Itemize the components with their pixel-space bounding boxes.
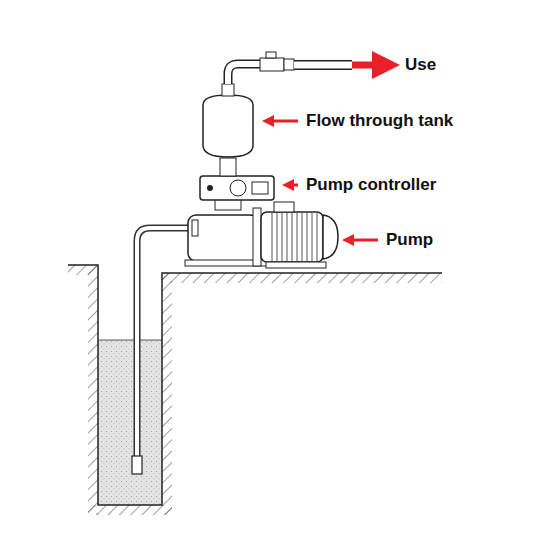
pump-inlet — [192, 220, 198, 236]
motor-end-cap — [323, 215, 338, 259]
leader-arrow — [268, 120, 298, 123]
outlet-pipe-inner — [228, 64, 262, 84]
well-wall-hatch — [162, 273, 172, 515]
part-label: Pump — [386, 231, 433, 248]
outlet-pipe — [228, 64, 262, 84]
valve-handle — [266, 52, 276, 58]
water-level — [98, 340, 162, 341]
pressure-gauge — [230, 180, 246, 196]
foot-valve — [132, 456, 142, 474]
pump-body — [188, 215, 258, 261]
well-outline — [68, 265, 442, 505]
flow-through-tank — [203, 95, 253, 157]
motor — [261, 212, 323, 262]
motor-fins — [268, 212, 318, 262]
hose-inner — [294, 62, 352, 69]
use-arrow — [352, 62, 386, 69]
hose-fitting — [284, 59, 294, 70]
controller-button — [207, 185, 213, 191]
tank-outlet — [222, 84, 234, 96]
pump-controller — [200, 176, 274, 200]
hose — [294, 60, 352, 70]
well-bottom-hatch — [88, 505, 172, 515]
pump-flange — [253, 208, 261, 266]
suction-pipe — [137, 228, 192, 458]
leader-arrow — [288, 184, 298, 187]
part-label: Flow through tank — [306, 112, 453, 129]
well-wall-hatch — [88, 265, 98, 515]
controller-plate — [252, 182, 268, 194]
part-label: Pump controller — [306, 176, 436, 193]
terminal-box — [274, 202, 294, 212]
leader-arrow — [348, 239, 378, 242]
well-water — [98, 340, 162, 505]
valve — [260, 58, 284, 71]
suction-pipe-inner — [137, 228, 192, 458]
tank-fitting — [220, 158, 236, 176]
part-label: Use — [405, 56, 436, 73]
motor-foot — [266, 262, 326, 268]
ground-hatch — [162, 273, 442, 283]
